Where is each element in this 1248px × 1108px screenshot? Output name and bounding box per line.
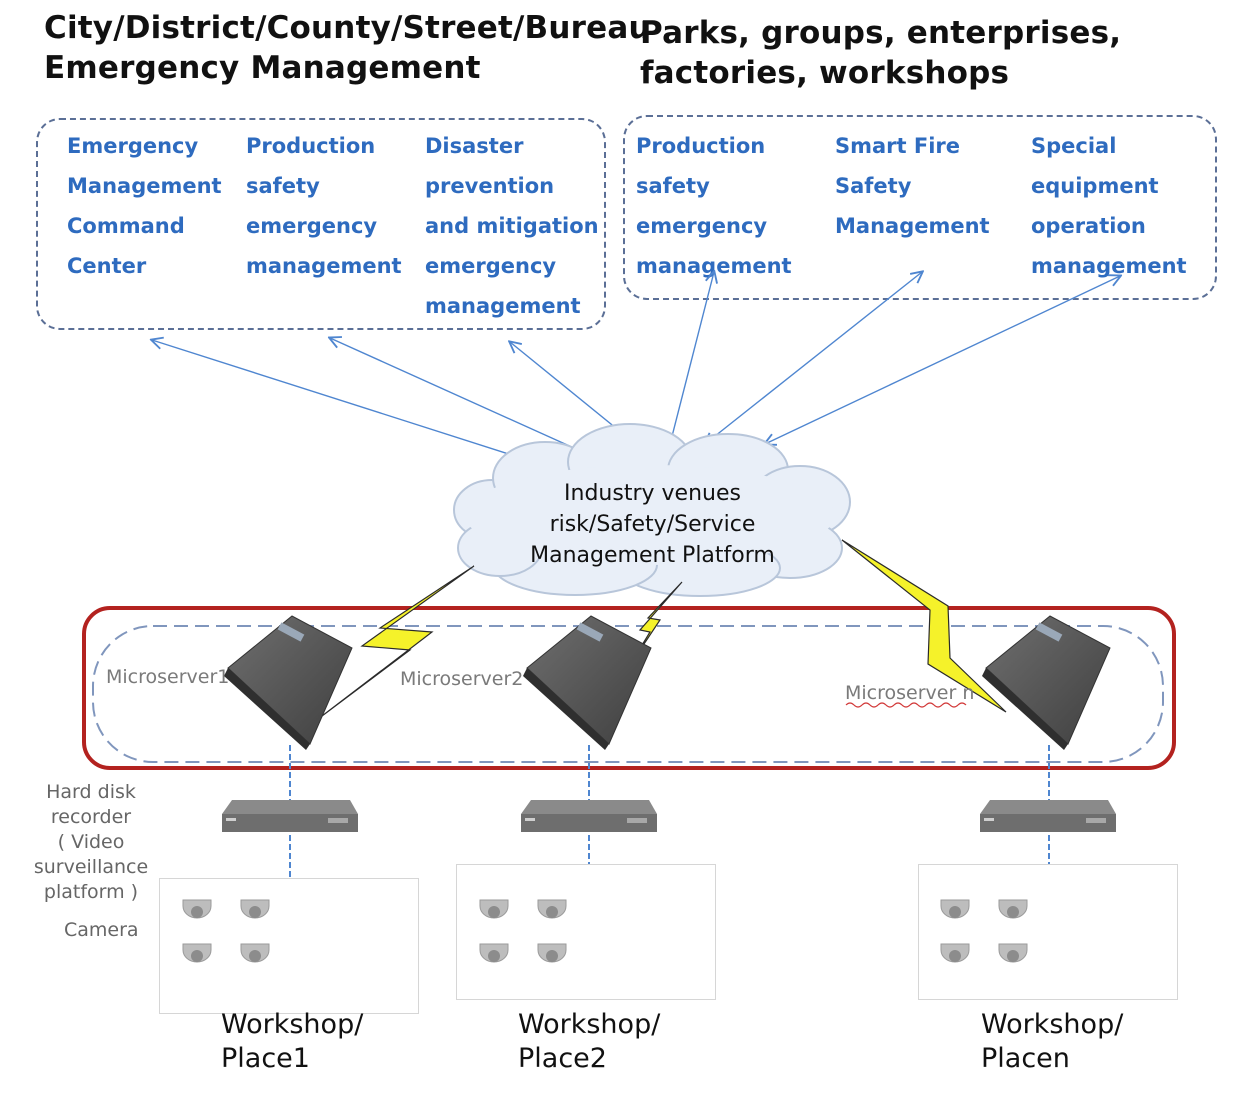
item-special-equipment: Special equipment operation management: [1031, 134, 1187, 278]
recorder-n: [980, 800, 1116, 832]
hard-disk-recorders: [222, 800, 1116, 832]
left-heading: City/District/County/Street/Bureau Emerg…: [44, 8, 651, 88]
place-box-2: [456, 864, 716, 1000]
platform-line-3: Management Platform: [530, 543, 775, 568]
microserver-frame: [82, 606, 1176, 770]
lightning-bolt-n: [841, 539, 1007, 713]
spellcheck-underline: [845, 702, 967, 708]
camera-label: Camera: [64, 919, 139, 941]
item-smart-fire-safety: Smart Fire Safety Management: [835, 134, 990, 238]
camera-group-n: [940, 899, 1028, 963]
left-heading-line-1: City/District/County/Street/Bureau: [44, 10, 651, 46]
platform-label: Industry venues risk/Safety/Service Mana…: [520, 478, 785, 571]
workshop-label-2: Workshop/ Place2: [518, 1009, 661, 1074]
microserver-label-n: Microserver n: [845, 682, 975, 704]
workshop-label-n: Workshop/ Placen: [981, 1009, 1124, 1074]
lightning-bolt-1: [321, 565, 475, 717]
microserver-label-2: Microserver2: [400, 668, 524, 690]
item-production-safety-gov: Production safety emergency management: [246, 134, 402, 278]
item-disaster-prevention: Disaster prevention and mitigation emerg…: [425, 134, 599, 318]
microserver-device-n: [982, 615, 1111, 750]
vertical-links: [289, 745, 1050, 878]
camera-group-2: [479, 899, 567, 963]
workshop-label-1: Workshop/ Place1: [221, 1009, 364, 1074]
cameras: [182, 899, 1028, 963]
left-heading-line-2: Emergency Management: [44, 50, 481, 86]
right-heading-line-1: Parks, groups, enterprises,: [640, 15, 1122, 51]
right-heading: Parks, groups, enterprises, factories, w…: [640, 13, 1121, 93]
microserver-device-2: [523, 615, 652, 750]
item-production-safety-enterprise: Production safety emergency management: [636, 134, 792, 278]
right-heading-line-2: factories, workshops: [640, 55, 1010, 91]
arrow-command-center: [152, 340, 565, 472]
government-systems-box: [36, 118, 606, 330]
camera-group-1: [182, 899, 270, 963]
arrow-production-safety-enterprise: [668, 272, 714, 452]
recorder-1: [222, 800, 358, 832]
microserver-dashed-region: [92, 625, 1164, 763]
microserver-device-1: [224, 615, 353, 750]
recorder-label: Hard disk recorder ( Video surveillance …: [33, 781, 149, 903]
recorder-2: [521, 800, 657, 832]
arrow-smart-fire: [705, 272, 922, 444]
microserver-label-1: Microserver1: [106, 666, 230, 688]
arrow-special-equipment: [765, 276, 1120, 444]
platform-line-2: risk/Safety/Service: [549, 512, 756, 537]
place-box-n: [918, 864, 1178, 1000]
item-emergency-command-center: Emergency Management Command Center: [67, 134, 222, 278]
connection-arrows: [152, 272, 1120, 472]
platform-line-1: Industry venues: [564, 481, 741, 506]
cloud-shape: [453, 423, 851, 597]
